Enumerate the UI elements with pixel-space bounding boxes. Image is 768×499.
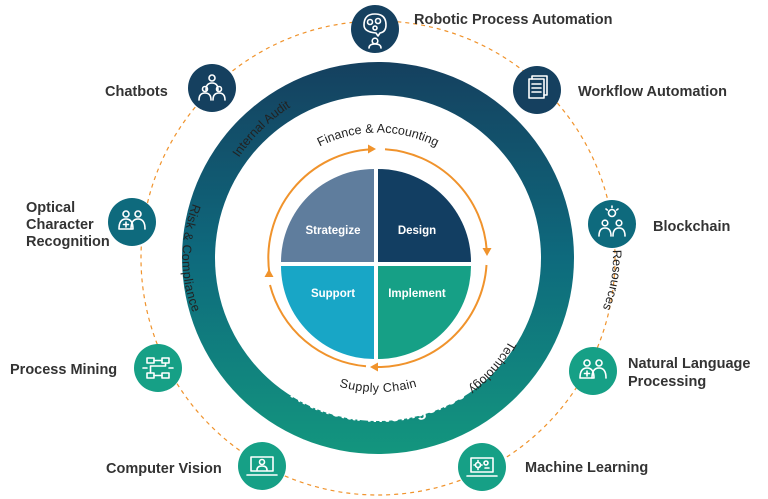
- quadrant-label-implement: Implement: [388, 288, 446, 300]
- quadrant-implement: [378, 266, 471, 359]
- tech-label: Robotic Process Automation: [414, 12, 612, 28]
- group-people-icon: [198, 74, 226, 101]
- tech-label: Workflow Automation: [578, 84, 727, 100]
- laptop-gears-icon: [466, 457, 498, 477]
- people-plus-icon: [118, 210, 146, 230]
- tech-machine-learning: Machine Learning: [458, 443, 648, 491]
- tech-chatbots: Chatbots: [105, 64, 236, 112]
- quadrant-strategize: [281, 169, 374, 262]
- outer-dashed-orbit: [140, 20, 616, 496]
- laptop-person-icon: [246, 456, 278, 476]
- tech-computer-vision: Computer Vision: [106, 442, 286, 490]
- center-quadrants: Strategize Design Support Implement: [281, 169, 471, 359]
- quadrant-label-design: Design: [398, 225, 436, 237]
- tech-label: Blockchain: [653, 219, 730, 235]
- tech-label: Process Mining: [10, 362, 117, 378]
- quadrant-label-strategize: Strategize: [306, 225, 361, 237]
- process-flow-icon: [142, 357, 174, 379]
- tech-label: Machine Learning: [525, 460, 648, 476]
- quadrant-label-support: Support: [311, 288, 355, 300]
- quadrant-design: [378, 169, 471, 262]
- function-supply-chain: Supply Chain: [338, 376, 418, 395]
- tech-workflow-automation: Workflow Automation: [513, 66, 727, 114]
- people-plus-icon: [579, 359, 607, 379]
- people-lightbulb-icon: [598, 205, 626, 237]
- tech-blockchain: Blockchain: [588, 200, 730, 248]
- robot-head-icon: [363, 13, 387, 49]
- tech-robotic-process-automation: Robotic Process Automation: [351, 5, 612, 53]
- quadrant-support: [281, 266, 374, 359]
- documents-icon: [528, 75, 548, 99]
- cycle-arrows: [267, 148, 488, 369]
- tech-label: Chatbots: [105, 84, 168, 100]
- tech-process-mining: Process Mining: [10, 344, 182, 392]
- cycle-arrowheads: [264, 144, 492, 372]
- tech-label: Computer Vision: [106, 461, 222, 477]
